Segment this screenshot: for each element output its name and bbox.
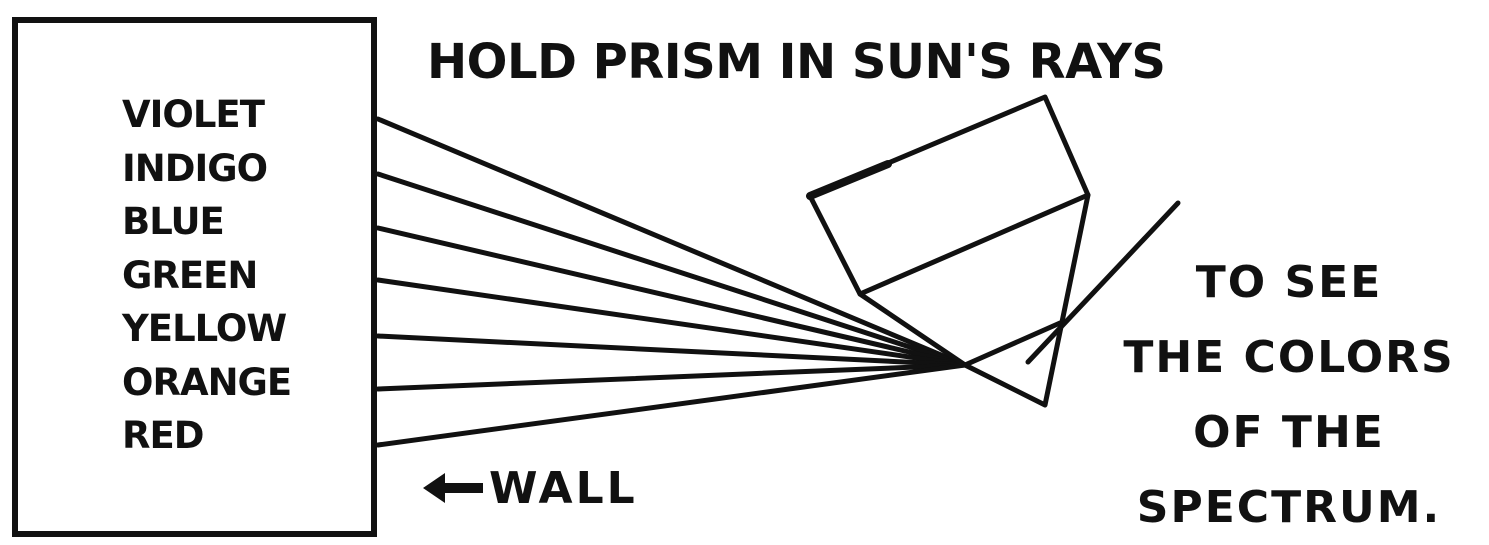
wall-label-text: WALL — [489, 463, 638, 514]
prism-diagram: VIOLET INDIGO BLUE GREEN YELLOW ORANGE R… — [0, 0, 1489, 517]
caption-line-2: THE COLORS — [1089, 320, 1489, 395]
color-label-blue: BLUE — [122, 195, 291, 249]
caption-line-1: TO SEE — [1089, 245, 1489, 320]
prism-face-edge — [860, 195, 1088, 294]
color-label-yellow: YELLOW — [122, 302, 291, 356]
color-label-violet: VIOLET — [122, 88, 291, 142]
caption: TO SEE THE COLORS OF THE SPECTRUM. — [1089, 245, 1489, 545]
caption-line-4: SPECTRUM. — [1089, 470, 1489, 545]
ray-violet — [378, 119, 965, 365]
color-label-indigo: INDIGO — [122, 142, 291, 196]
spectrum-color-list: VIOLET INDIGO BLUE GREEN YELLOW ORANGE R… — [122, 88, 291, 463]
color-label-red: RED — [122, 409, 291, 463]
diagram-title: HOLD PRISM IN SUN'S RAYS — [427, 34, 1165, 90]
prism-top-edge-thick — [810, 164, 888, 196]
caption-line-3: OF THE — [1089, 395, 1489, 470]
color-label-green: GREEN — [122, 249, 291, 303]
color-label-orange: ORANGE — [122, 356, 291, 410]
ray-indigo — [378, 174, 965, 365]
left-arrow-icon — [423, 471, 485, 505]
ray-blue — [378, 228, 965, 365]
wall-label: WALL — [423, 463, 638, 514]
